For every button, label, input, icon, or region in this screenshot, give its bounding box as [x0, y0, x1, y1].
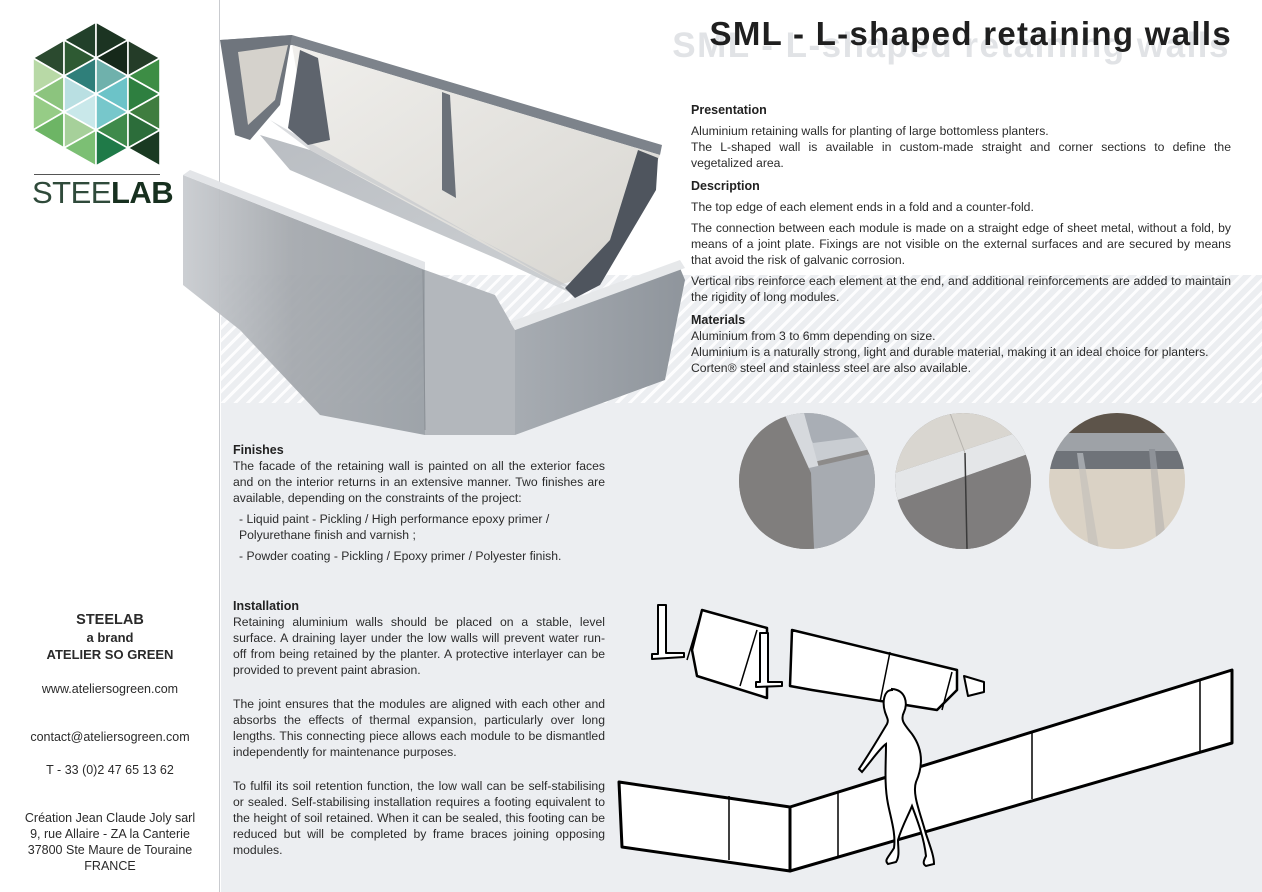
finishes-intro: The facade of the retaining wall is pain… [233, 459, 605, 505]
address-line: FRANCE [84, 859, 136, 873]
installation-paragraph: To fulfil its soil retention function, t… [233, 779, 605, 857]
detail-photo-corner [739, 413, 875, 549]
materials-line: Aluminium is a naturally strong, light a… [691, 345, 1209, 359]
brand-sub: a brand [86, 630, 134, 645]
phone-number: T - 33 (0)2 47 65 13 62 [46, 763, 174, 777]
steelab-logo [30, 18, 164, 208]
installation-paragraph: The joint ensures that the modules are a… [233, 697, 605, 759]
logo-wordmark: STEELAB [32, 175, 174, 210]
finish-option: - Powder coating - Pickling / Epoxy prim… [239, 549, 562, 563]
parent-company: ATELIER SO GREEN [46, 647, 174, 662]
materials-heading: Materials [691, 313, 746, 327]
presentation-heading: Presentation [691, 103, 767, 117]
description-paragraph: Vertical ribs reinforce each element at … [691, 274, 1231, 304]
presentation-line: The L-shaped wall is available in custom… [691, 140, 1231, 170]
materials-section: Materials Aluminium from 3 to 6mm depend… [691, 312, 1231, 376]
brand-name: STEELAB [76, 612, 144, 628]
right-text-column: Presentation Aluminium retaining walls f… [691, 102, 1231, 383]
presentation-section: Presentation Aluminium retaining walls f… [691, 102, 1231, 171]
main-product-photo [180, 30, 685, 440]
finishes-section: Finishes The facade of the retaining wal… [233, 442, 605, 564]
logo-divider [34, 174, 160, 175]
page-title: SML - L-shaped retaining walls [709, 15, 1232, 52]
description-paragraph: The connection between each module is ma… [691, 221, 1231, 267]
address-line: 37800 Ste Maure de Touraine [27, 843, 193, 857]
sidebar: STEELAB STEELAB a brand ATELIER SO GREEN… [0, 0, 220, 892]
description-section: Description The top edge of each element… [691, 178, 1231, 305]
materials-line: Corten® steel and stainless steel are al… [691, 361, 971, 375]
company-name-block: STEELAB a brand ATELIER SO GREEN [0, 612, 220, 663]
installation-section: Installation Retaining aluminium walls s… [233, 598, 605, 858]
assembly-line-drawing [612, 590, 1252, 880]
hexagon-logo-icon [32, 21, 161, 167]
finishes-heading: Finishes [233, 443, 284, 457]
email-link[interactable]: contact@ateliersogreen.com [30, 730, 190, 744]
detail-photo-joint [895, 413, 1031, 549]
description-paragraph: The top edge of each element ends in a f… [691, 200, 1034, 214]
website-link[interactable]: www.ateliersogreen.com [41, 682, 179, 696]
detail-photo-ribs [1049, 413, 1185, 549]
installation-heading: Installation [233, 599, 299, 613]
description-heading: Description [691, 179, 760, 193]
title-shadow: SML - L-shaped retaining walls [672, 26, 1230, 65]
installation-paragraph: Retaining aluminium walls should be plac… [233, 615, 605, 677]
finish-option: - Liquid paint - Pickling / High perform… [239, 512, 550, 542]
address-line: Création Jean Claude Joly sarl [24, 811, 196, 825]
address-line: 9, rue Allaire - ZA la Canterie [30, 827, 190, 841]
materials-line: Aluminium from 3 to 6mm depending on siz… [691, 329, 936, 343]
presentation-line: Aluminium retaining walls for planting o… [691, 124, 1049, 138]
address-block: Création Jean Claude Joly sarl 9, rue Al… [0, 810, 220, 874]
